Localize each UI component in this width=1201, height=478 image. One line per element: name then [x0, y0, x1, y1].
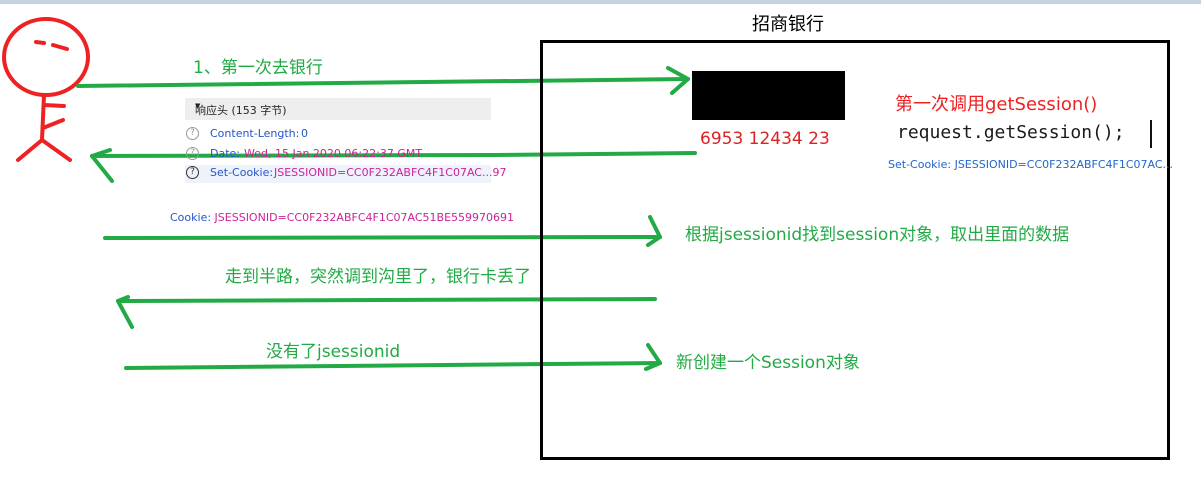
header-row-content-length: ? Content-Length: 0: [185, 126, 491, 144]
header-value: JSESSIONID=CC0F232ABFC4F1C07AC...97: [274, 166, 507, 179]
help-circle-icon[interactable]: ?: [186, 166, 199, 179]
server-set-cookie: Set-Cookie: JSESSIONID=CC0F232ABFC4F1C07…: [888, 158, 1174, 171]
header-key: Set-Cookie:: [210, 166, 274, 179]
header-key: Content-Length:: [210, 127, 300, 140]
getsession-code: request.getSession();: [897, 122, 1125, 143]
header-row-date: ? Date: Wed, 15 Jan 2020 06:22:37 GMT: [185, 146, 491, 164]
response-headers-header[interactable]: ▼ 响应头 (153 字节): [185, 98, 491, 120]
step-first-visit: 1、第一次去银行: [193, 58, 323, 78]
help-circle-icon[interactable]: ?: [186, 127, 199, 140]
step-no-jsessionid: 没有了jsessionid: [266, 342, 401, 362]
arrow-first-visit: [76, 66, 690, 95]
response-headers-panel: ▼ 响应头 (153 字节) ? Content-Length: 0 ? Dat…: [185, 98, 506, 186]
cookie-key: Cookie:: [170, 211, 212, 224]
help-circle-icon[interactable]: ?: [186, 147, 199, 160]
arrow-no-jsessionid: [124, 343, 662, 371]
collapse-triangle-icon[interactable]: ▼: [195, 102, 201, 110]
code-snippet-box: [884, 120, 1152, 148]
arrow-send-cookie: [103, 215, 662, 247]
step-new-session: 新创建一个Session对象: [676, 353, 860, 373]
header-value: 0: [301, 127, 308, 140]
header-key: Date:: [210, 147, 240, 160]
redacted-block: [692, 71, 845, 120]
step-lost-card: 走到半路，突然调到沟里了，银行卡丢了: [225, 267, 531, 287]
arrow-set-cookie-response: [90, 148, 697, 183]
arrow-lost-card: [116, 295, 657, 329]
step-find-session: 根据jsessionid找到session对象，取出里面的数据: [685, 225, 1070, 245]
header-value: Wed, 15 Jan 2020 06:22:37 GMT: [244, 147, 423, 160]
bank-card-number: 6953 12434 23: [700, 123, 840, 155]
response-headers-title: 响应头 (153 字节): [195, 104, 287, 117]
window-top-bar: [0, 0, 1201, 4]
stick-figure-person-icon: [2, 17, 90, 162]
first-getsession-label: 第一次调用getSession(): [895, 94, 1098, 115]
header-row-set-cookie: ? Set-Cookie: JSESSIONID=CC0F232ABFC4F1C…: [185, 165, 506, 183]
request-cookie: Cookie: JSESSIONID=CC0F232ABFC4F1C07AC51…: [170, 211, 514, 224]
bank-box: [540, 40, 1170, 460]
cookie-value: JSESSIONID=CC0F232ABFC4F1C07AC51BE559970…: [214, 211, 515, 224]
bank-title: 招商银行: [752, 14, 824, 35]
